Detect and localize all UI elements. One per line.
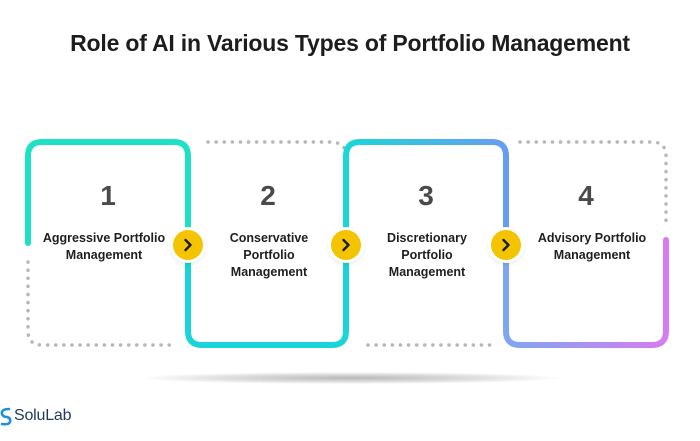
chevron-right-icon: [502, 238, 510, 252]
step-2-to-3-connector: [331, 230, 361, 260]
ground-shadow: [140, 372, 560, 384]
step-1-label: Aggressive Portfolio Management: [42, 231, 166, 262]
step-2-label: Conservative Portfolio Management: [229, 231, 309, 279]
step-3-number: 3: [418, 180, 434, 211]
box-2-solid-border: [185, 255, 349, 348]
step-2-number: 2: [260, 180, 276, 211]
box-4-solid-border: [503, 237, 669, 348]
solulab-logo-icon: [0, 407, 12, 426]
step-1-to-2-connector: [173, 230, 203, 260]
box-4-dotted-border: [518, 140, 668, 230]
step-4-number: 4: [578, 180, 594, 211]
brand-logo: SoluLab: [0, 405, 72, 427]
box-1-solid-border: [25, 139, 191, 246]
box-1-dotted-border: [26, 260, 172, 347]
step-3-to-4-connector: [491, 230, 521, 260]
step-1-number: 1: [100, 180, 116, 211]
box-3-solid-border: [343, 139, 509, 233]
brand-name: SoluLab: [14, 407, 72, 424]
step-3-label: Discretionary Portfolio Management: [387, 231, 467, 279]
box-2-dotted-border: [206, 140, 348, 158]
step-4-label: Advisory Portfolio Management: [537, 231, 647, 262]
chevron-right-icon: [342, 238, 350, 252]
page-title: Role of AI in Various Types of Portfolio…: [70, 30, 630, 56]
chevron-right-icon: [184, 238, 192, 252]
